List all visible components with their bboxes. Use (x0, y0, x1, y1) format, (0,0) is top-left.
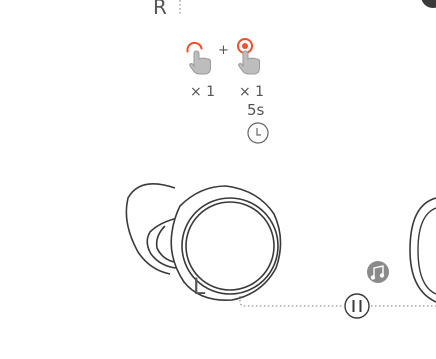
earbud-nozzle (146, 217, 179, 269)
right-earbud-edge (409, 197, 436, 303)
finger-tap-icon (186, 41, 211, 75)
left-earbud-label: L (193, 275, 206, 300)
pause-icon (344, 293, 370, 319)
hold-duration-label: 5s (247, 101, 265, 119)
clock-icon (247, 122, 269, 144)
music-note-icon (367, 261, 389, 283)
single-tap-count: × 1 (190, 84, 215, 100)
earbud-touch-surface (181, 197, 279, 295)
finger-press-hold-icon (237, 38, 260, 75)
left-connector-line (239, 292, 344, 307)
hold-tap-count: × 1 (239, 84, 264, 100)
plus-sign: + (218, 43, 229, 58)
device-edge-fragment (421, 0, 436, 8)
left-earbud-illustration (125, 182, 282, 301)
right-earbud-label: R (153, 0, 167, 19)
